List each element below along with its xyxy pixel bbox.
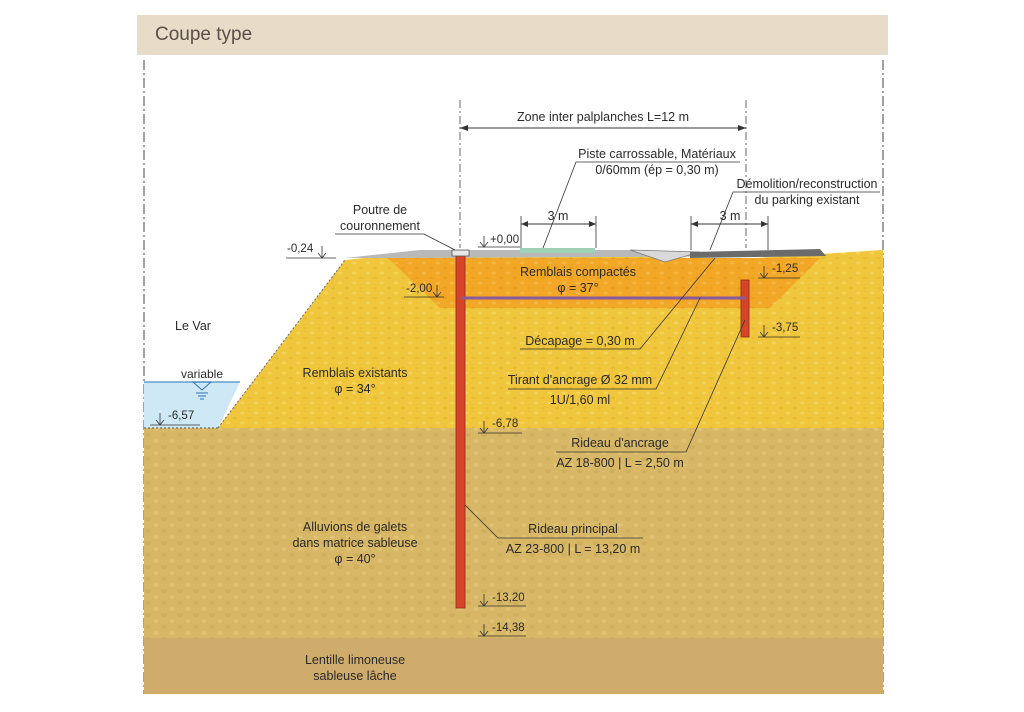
main-sheet-pile [455, 251, 466, 609]
water-level-label: variable [181, 367, 223, 381]
layer-alluvions [144, 428, 883, 638]
rideau-principal-leader [464, 504, 643, 539]
layer-remblais-compactes [388, 258, 820, 308]
w2-arrow-left [691, 221, 698, 227]
demolition-leader [709, 191, 880, 251]
w1-arrow-right [589, 221, 596, 227]
svg-text:-0,24: -0,24 [287, 243, 314, 255]
level-marker-024: -0,24 [286, 243, 336, 259]
remblais-existants-label-2: φ = 34° [334, 382, 375, 396]
header-bar: Coupe type [137, 15, 888, 55]
decapage-leader [520, 257, 716, 350]
remblais-compactes-label-2: φ = 37° [557, 281, 598, 295]
piste-leader [542, 161, 740, 249]
svg-text:-6,57: -6,57 [168, 410, 194, 422]
tirant-label-2: 1U/1,60 ml [550, 393, 610, 407]
tirant-leader [508, 297, 701, 390]
piste-label-1: Piste carrossable, Matériaux [578, 147, 736, 161]
svg-text:-3,75: -3,75 [772, 322, 798, 334]
anchor-sheet-pile [740, 279, 750, 338]
lentille-label-2: sableuse lâche [313, 669, 396, 683]
svg-text:-1,25: -1,25 [772, 263, 798, 275]
lentille-label-1: Lentille limoneuse [305, 653, 405, 667]
rideau-ancrage-leader [556, 319, 746, 453]
svg-text:-2,00: -2,00 [406, 283, 432, 295]
level-marker-1320: -13,20 [478, 592, 526, 607]
level-marker-125: -1,25 [758, 263, 800, 279]
w1-arrow-left [521, 221, 528, 227]
river-label: Le Var [175, 319, 211, 333]
ditch [629, 249, 701, 263]
piste-surface [520, 248, 595, 253]
level-marker-375: -3,75 [758, 322, 800, 338]
zone-dim-label: Zone inter palplanches L=12 m [517, 110, 689, 124]
alluvions-label-2: dans matrice sableuse [292, 536, 417, 550]
tirant-label-1: Tirant d'ancrage Ø 32 mm [508, 373, 652, 387]
svg-text:-14,38: -14,38 [492, 622, 525, 634]
zone-arrow-right [738, 125, 746, 131]
demolition-label-1: Démolition/reconstruction [736, 177, 877, 191]
decapage-label: Décapage = 0,30 m [525, 334, 634, 348]
poutre-leader [335, 233, 456, 251]
poutre-label-1: Poutre de [353, 203, 407, 217]
page-title: Coupe type [155, 24, 253, 45]
w1-label: 3 m [548, 209, 569, 223]
alluvions-label-3: φ = 40° [334, 552, 375, 566]
water-body [144, 382, 240, 428]
w2-arrow-right [761, 221, 768, 227]
level-marker-1438: -14,38 [478, 622, 526, 637]
rideau-ancrage-label-2: AZ 18-800 | L = 2,50 m [556, 456, 684, 470]
layer-lentille [144, 638, 883, 694]
capping-beam [451, 249, 470, 257]
remblais-compactes-label-1: Remblais compactés [520, 265, 636, 279]
w2-label: 3 m [720, 209, 741, 223]
svg-text:+0,00: +0,00 [490, 234, 519, 246]
level-marker-000: +0,00 [478, 234, 520, 248]
parking-surface [690, 249, 826, 258]
rideau-ancrage-label-1: Rideau d'ancrage [571, 436, 669, 450]
alluvions-label-1: Alluvions de galets [303, 520, 407, 534]
water-level-icon [191, 381, 213, 400]
demolition-label-2: du parking existant [755, 193, 860, 207]
svg-text:-13,20: -13,20 [492, 592, 525, 604]
poutre-label-2: couronnement [340, 219, 420, 233]
rideau-principal-label-1: Rideau principal [528, 522, 618, 536]
piste-label-2: 0/60mm (ép = 0,30 m) [595, 163, 718, 177]
remblais-existants-label-1: Remblais existants [303, 366, 408, 380]
slope-edge [217, 259, 346, 429]
zone-arrow-left [460, 125, 468, 131]
svg-text:-6,78: -6,78 [492, 418, 518, 430]
level-marker-657: -6,57 [150, 410, 200, 426]
rideau-principal-label-2: AZ 23-800 | L = 13,20 m [506, 542, 640, 556]
level-marker-678: -6,78 [478, 418, 522, 434]
level-marker-200: -2,00 [404, 283, 444, 298]
